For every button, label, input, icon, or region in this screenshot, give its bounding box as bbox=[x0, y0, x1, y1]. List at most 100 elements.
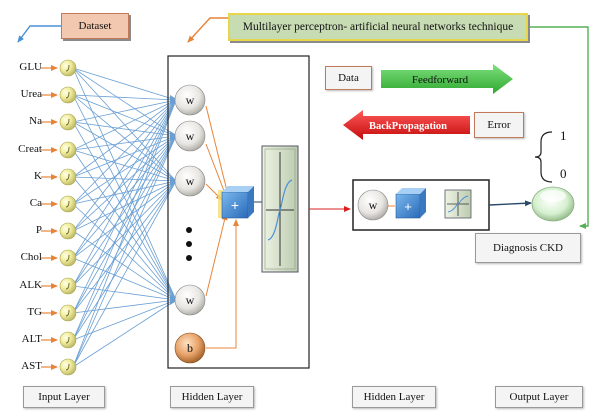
connection-line bbox=[72, 135, 177, 314]
input-label-alk: ALK bbox=[19, 279, 42, 291]
input-node bbox=[59, 141, 77, 159]
svg-text:+: + bbox=[231, 197, 239, 213]
svg-text:w: w bbox=[186, 93, 195, 107]
connection-arrowhead bbox=[170, 295, 178, 305]
input-node bbox=[59, 222, 77, 240]
input-node-curve-icon bbox=[65, 336, 70, 344]
connection-line bbox=[72, 67, 177, 137]
input-label-tg: TG bbox=[27, 306, 42, 318]
connection-line bbox=[72, 180, 177, 341]
input-node bbox=[59, 277, 77, 295]
connection-line bbox=[72, 94, 177, 137]
connection-line bbox=[72, 299, 177, 341]
connection-line bbox=[72, 135, 177, 178]
input-node-curve-icon bbox=[65, 91, 70, 99]
input-node bbox=[59, 86, 77, 104]
connection-arrowhead bbox=[170, 95, 178, 105]
hidden-to-output-arrow bbox=[488, 200, 532, 207]
dataset-arrow bbox=[17, 25, 61, 43]
connection-line bbox=[72, 67, 177, 182]
input-node-curve-icon bbox=[65, 200, 70, 208]
title-to-diagnosis-line bbox=[528, 26, 589, 229]
connection-line bbox=[72, 135, 177, 205]
input-node-curve-icon bbox=[65, 118, 70, 126]
input-label-ast: AST bbox=[21, 360, 42, 372]
input-node-curve-icon bbox=[65, 363, 70, 371]
output-value-zero: 0 bbox=[560, 166, 567, 181]
error-box: Error bbox=[474, 112, 524, 138]
connection-arrowhead bbox=[170, 131, 178, 141]
connection-line bbox=[72, 257, 177, 301]
connection-line bbox=[72, 67, 177, 101]
connection-line bbox=[72, 135, 177, 232]
connection-line bbox=[72, 99, 177, 368]
input-node bbox=[59, 331, 77, 349]
input-label-glu: GLU bbox=[19, 61, 42, 73]
diagnosis-ckd-box: Diagnosis CKD bbox=[475, 233, 581, 263]
connection-line bbox=[72, 99, 177, 151]
input-node-curve-icon bbox=[65, 146, 70, 154]
input-node bbox=[59, 195, 77, 213]
backpropagation-arrow: BackPropagation bbox=[343, 110, 470, 140]
connection-line bbox=[72, 135, 177, 368]
connection-line bbox=[72, 135, 177, 259]
connection-line bbox=[72, 180, 177, 314]
backpropagation-label: BackPropagation bbox=[369, 121, 447, 132]
input-label-na: Na bbox=[29, 115, 42, 127]
input-label-chol: Chol bbox=[20, 251, 42, 263]
input-node bbox=[59, 304, 77, 322]
data-box: Data bbox=[325, 66, 372, 90]
connection-line bbox=[72, 94, 177, 101]
connection-line bbox=[72, 99, 177, 287]
connection-line bbox=[72, 99, 177, 232]
title-arrow bbox=[187, 17, 228, 43]
connection-arrowhead bbox=[170, 176, 178, 186]
title-label: Multilayer perceptron- artificial neural… bbox=[242, 21, 514, 33]
connection-line bbox=[72, 99, 177, 178]
connection-line bbox=[72, 285, 177, 301]
connection-line bbox=[72, 135, 177, 341]
hidden-neuron: w bbox=[174, 284, 206, 316]
output-layer-label: Output Layer bbox=[495, 386, 583, 408]
connection-line bbox=[72, 299, 177, 368]
error-label: Error bbox=[487, 119, 511, 131]
input-node bbox=[59, 168, 77, 186]
input-label-p: P bbox=[35, 224, 42, 236]
svg-text:w: w bbox=[369, 198, 378, 212]
connection-line bbox=[72, 121, 177, 137]
title-box: Multilayer perceptron- artificial neural… bbox=[228, 13, 528, 41]
bias-node: b bbox=[174, 332, 206, 364]
activation-function-panel bbox=[261, 145, 299, 273]
svg-text:b: b bbox=[187, 341, 193, 355]
diagnosis-ckd-label: Diagnosis CKD bbox=[493, 242, 563, 254]
connection-line bbox=[72, 230, 177, 301]
hidden-neuron: w bbox=[174, 84, 206, 116]
feedforward-label: Feedforward bbox=[412, 74, 469, 86]
input-label-urea: Urea bbox=[20, 88, 42, 100]
output-value-one: 1 bbox=[560, 128, 567, 143]
hidden-layer-label-2: Hidden Layer bbox=[352, 386, 436, 408]
dataset-box: Dataset bbox=[61, 13, 129, 39]
feedforward-arrow: Feedforward bbox=[381, 64, 513, 94]
input-node bbox=[59, 113, 77, 131]
svg-text:w: w bbox=[186, 174, 195, 188]
input-label-ca: Ca bbox=[29, 197, 42, 209]
input-label-alt: ALT bbox=[21, 333, 42, 345]
input-nodes bbox=[41, 59, 77, 376]
input-hidden-connections bbox=[72, 67, 178, 368]
neuron-to-sum-arrows bbox=[205, 105, 239, 349]
connection-line bbox=[72, 94, 177, 182]
input-node-curve-icon bbox=[65, 173, 70, 181]
hidden-neuron-2: w bbox=[357, 189, 389, 221]
summation-cube-2: + bbox=[395, 188, 426, 219]
connection-line bbox=[72, 299, 177, 314]
svg-text:+: + bbox=[404, 199, 412, 214]
input-node bbox=[59, 358, 77, 376]
input-node-curve-icon bbox=[65, 282, 70, 290]
output-neuron bbox=[531, 186, 575, 222]
input-node-curve-icon bbox=[65, 254, 70, 262]
data-label: Data bbox=[338, 72, 359, 84]
hidden-layer-label-1: Hidden Layer bbox=[170, 386, 254, 408]
input-node-curve-icon bbox=[65, 309, 70, 317]
